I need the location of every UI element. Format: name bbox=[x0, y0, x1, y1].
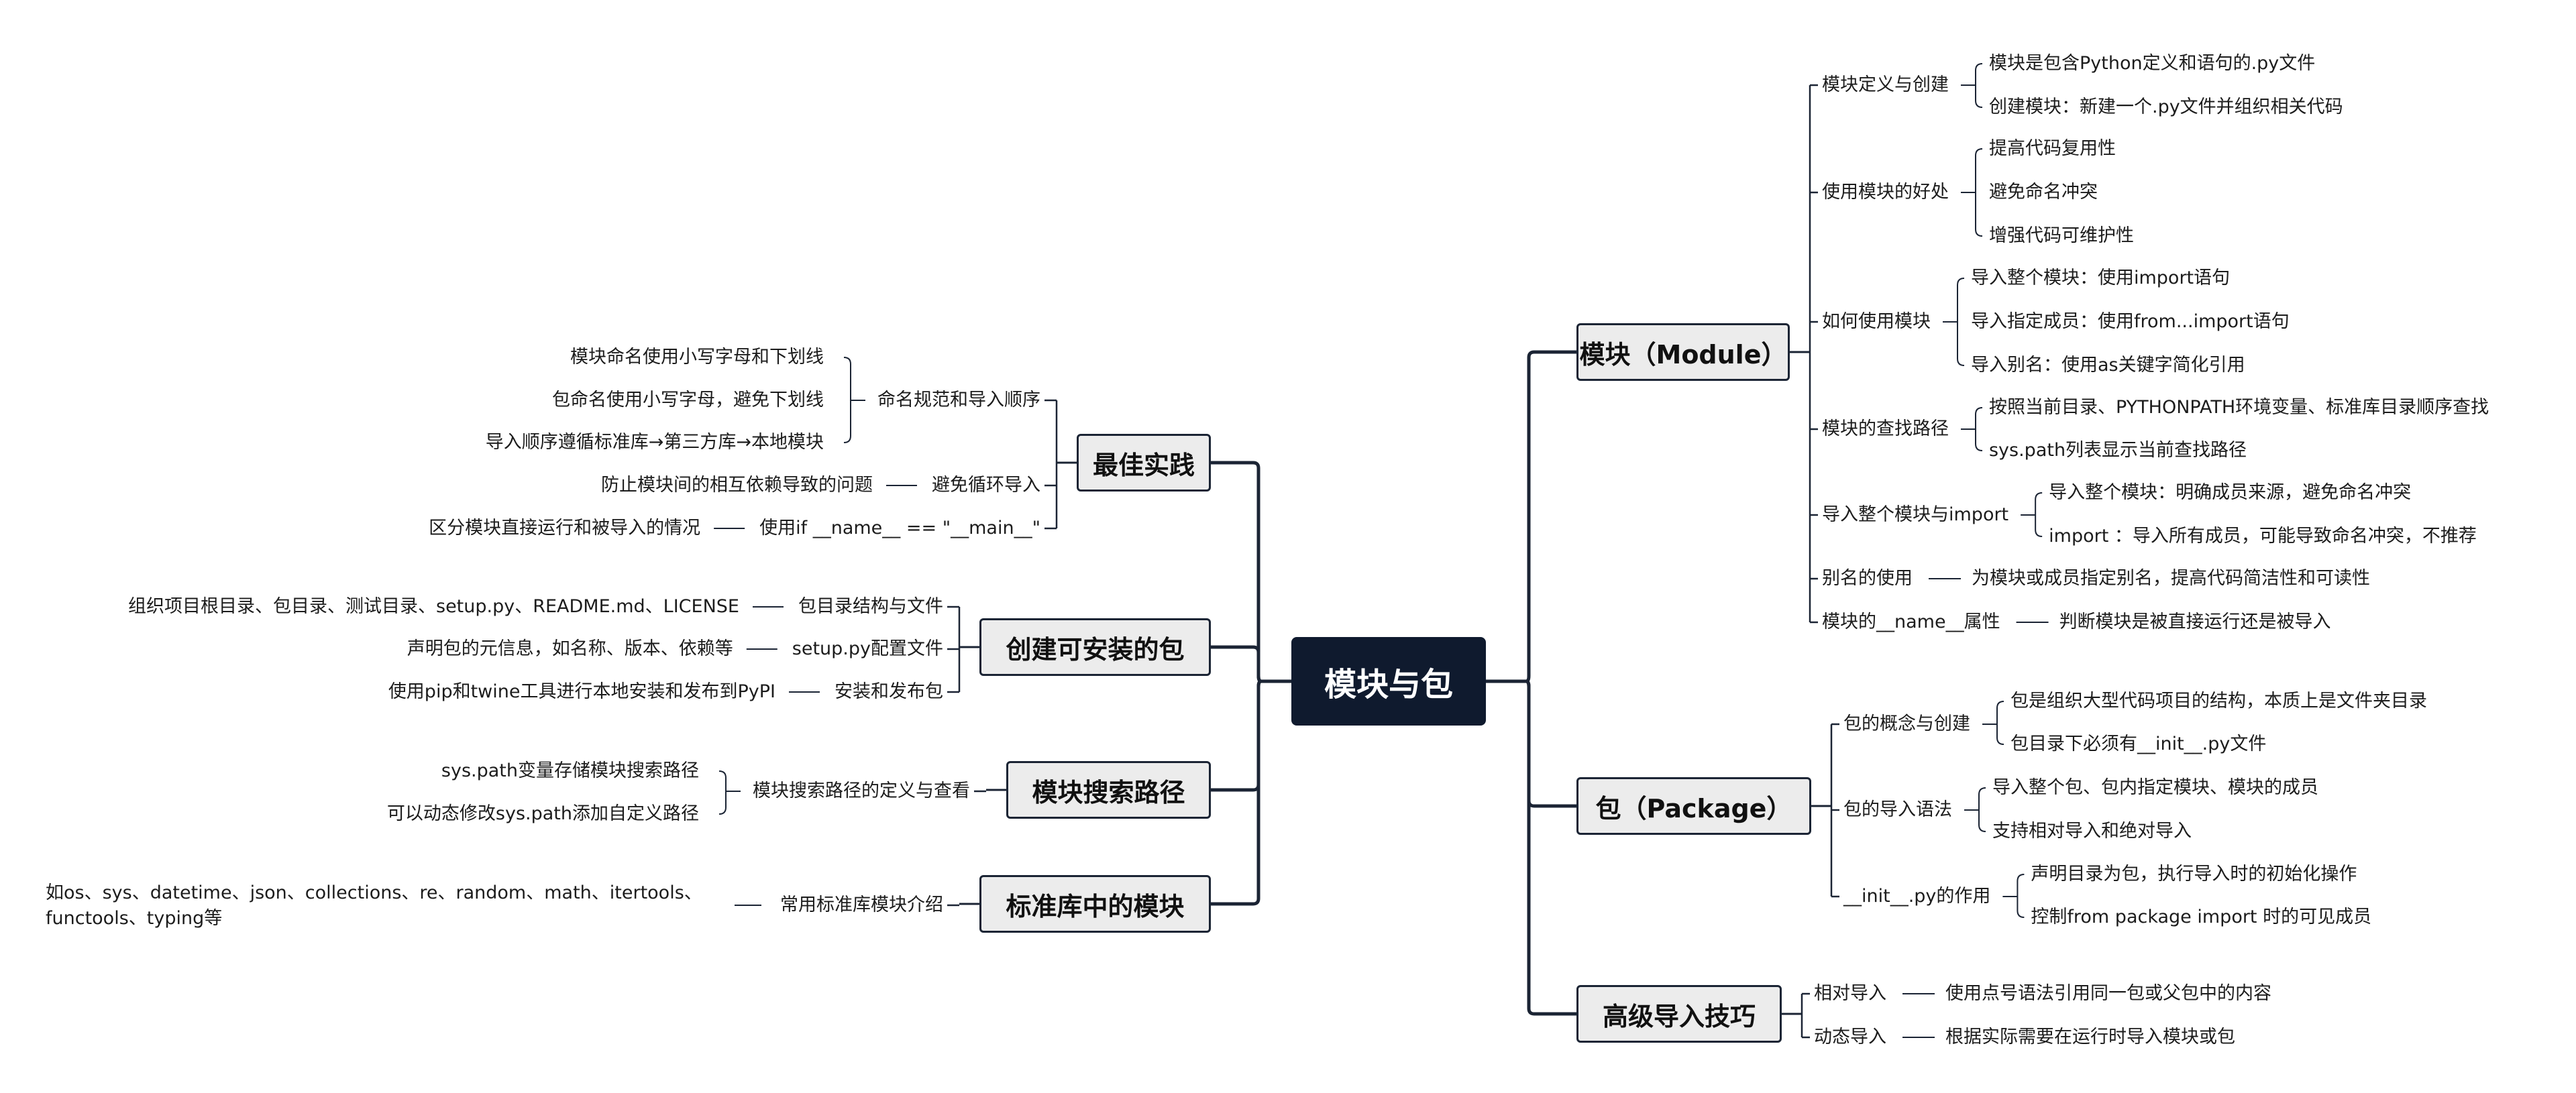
label-right-1-2[interactable]: __init__.py的作用 bbox=[1843, 886, 1991, 907]
leaf-left-3-0-1[interactable]: functools、typing等 bbox=[46, 908, 223, 929]
leaf-bracket-right-0-1 bbox=[1975, 148, 1983, 237]
leaf-left-1-1-0[interactable]: 声明包的元信息，如名称、版本、依赖等 bbox=[407, 638, 733, 659]
leaf-right-1-0-0[interactable]: 包是组织大型代码项目的结构，本质上是文件夹目录 bbox=[2010, 691, 2427, 711]
leaf-left-2-0-0[interactable]: sys.path变量存储模块搜索路径 bbox=[441, 760, 699, 781]
topic-connector-right-0 bbox=[1519, 350, 1576, 683]
label-left-0-0[interactable]: 命名规范和导入顺序 bbox=[877, 390, 1040, 410]
label-right-0-1[interactable]: 使用模块的好处 bbox=[1822, 182, 1949, 203]
leaf-right-1-2-1[interactable]: 控制from package import 时的可见成员 bbox=[2031, 907, 2372, 927]
topic-connector-left-3 bbox=[1211, 679, 1268, 906]
label-left-0-1[interactable]: 避免循环导入 bbox=[932, 475, 1040, 496]
leaf-right-0-4-0[interactable]: 导入整个模块：明确成员来源，避免命名冲突 bbox=[2049, 482, 2412, 503]
leaf-right-0-3-0[interactable]: 按照当前目录、PYTHONPATH环境变量、标准库目录顺序查找 bbox=[1988, 397, 2489, 418]
leaf-right-0-5-0[interactable]: 为模块或成员指定别名，提高代码简洁性和可读性 bbox=[1971, 568, 2370, 589]
topic-right-0[interactable]: 模块（Module） bbox=[1576, 323, 1790, 381]
label-right-1-1[interactable]: 包的导入语法 bbox=[1843, 799, 1952, 820]
leaf-bracket-right-0-0 bbox=[1975, 63, 1983, 108]
leaf-bracket-right-1-1 bbox=[1978, 787, 1986, 832]
leaf-bracket-right-0-2 bbox=[1957, 278, 1965, 366]
label-right-0-4[interactable]: 导入整个模块与import bbox=[1822, 504, 2009, 525]
leaf-left-0-0-2[interactable]: 导入顺序遵循标准库→第三方库→本地模块 bbox=[485, 432, 824, 453]
topic-connector-right-2 bbox=[1519, 679, 1576, 1016]
leaf-right-0-0-1[interactable]: 创建模块：新建一个.py文件并组织相关代码 bbox=[1988, 97, 2343, 117]
topic-left-2[interactable]: 模块搜索路径 bbox=[1006, 761, 1211, 819]
leaf-right-0-1-1[interactable]: 避免命名冲突 bbox=[1988, 182, 2098, 203]
leaf-right-1-1-0[interactable]: 导入整个包、包内指定模块、模块的成员 bbox=[1992, 777, 2318, 798]
leaf-right-0-1-2[interactable]: 增强代码可维护性 bbox=[1988, 225, 2134, 246]
label-right-0-3[interactable]: 模块的查找路径 bbox=[1822, 418, 1949, 439]
topic-left-3[interactable]: 标准库中的模块 bbox=[979, 875, 1211, 933]
label-left-0-2[interactable]: 使用if __name__ == "__main__" bbox=[759, 518, 1040, 538]
root-topic[interactable]: 模块与包 bbox=[1291, 637, 1486, 726]
leaf-bracket-right-0-4 bbox=[2035, 492, 2043, 537]
leaf-left-2-0-1[interactable]: 可以动态修改sys.path添加自定义路径 bbox=[386, 803, 699, 824]
leaf-right-0-3-1[interactable]: sys.path列表显示当前查找路径 bbox=[1988, 440, 2247, 461]
leaf-left-1-0-0[interactable]: 组织项目根目录、包目录、测试目录、setup.py、README.md、LICE… bbox=[128, 596, 739, 617]
label-left-1-2[interactable]: 安装和发布包 bbox=[835, 681, 943, 702]
label-left-1-1[interactable]: setup.py配置文件 bbox=[792, 638, 943, 659]
label-left-3-0[interactable]: 常用标准库模块介绍 bbox=[780, 895, 943, 915]
leaf-right-0-6-0[interactable]: 判断模块是被直接运行还是被导入 bbox=[2059, 612, 2331, 632]
leaf-right-2-1-0[interactable]: 根据实际需要在运行时导入模块或包 bbox=[1945, 1027, 2235, 1047]
label-right-0-2[interactable]: 如何使用模块 bbox=[1822, 311, 1931, 332]
label-right-2-1[interactable]: 动态导入 bbox=[1814, 1027, 1886, 1047]
leaf-right-1-2-0[interactable]: 声明目录为包，执行导入时的初始化操作 bbox=[2031, 864, 2357, 884]
leaf-right-0-2-0[interactable]: 导入整个模块：使用import语句 bbox=[1970, 268, 2231, 288]
leaf-right-0-2-2[interactable]: 导入别名：使用as关键字简化引用 bbox=[1970, 355, 2245, 376]
leaf-bracket-left-2-0 bbox=[718, 770, 727, 815]
leaf-bracket-right-0-3 bbox=[1975, 407, 1983, 451]
leaf-left-0-0-1[interactable]: 包命名使用小写字母，避免下划线 bbox=[552, 390, 824, 410]
topic-connector-left-1 bbox=[1211, 645, 1268, 683]
label-left-1-0[interactable]: 包目录结构与文件 bbox=[798, 596, 943, 617]
leaf-left-0-0-0[interactable]: 模块命名使用小写字母和下划线 bbox=[570, 347, 824, 367]
leaf-left-1-2-0[interactable]: 使用pip和twine工具进行本地安装和发布到PyPI bbox=[388, 681, 775, 702]
leaf-right-1-1-1[interactable]: 支持相对导入和绝对导入 bbox=[1992, 821, 2192, 842]
label-right-1-0[interactable]: 包的概念与创建 bbox=[1843, 713, 1970, 734]
leaf-left-0-2-0[interactable]: 区分模块直接运行和被导入的情况 bbox=[429, 518, 701, 538]
label-left-2-0[interactable]: 模块搜索路径的定义与查看 bbox=[753, 781, 970, 801]
leaf-bracket-left-0-0 bbox=[843, 357, 851, 443]
topic-right-2[interactable]: 高级导入技巧 bbox=[1576, 985, 1782, 1043]
leaf-right-1-0-1[interactable]: 包目录下必须有__init__.py文件 bbox=[2010, 734, 2267, 754]
leaf-bracket-right-1-2 bbox=[2017, 874, 2025, 918]
label-right-0-6[interactable]: 模块的__name__属性 bbox=[1822, 612, 2000, 632]
leaf-right-0-2-1[interactable]: 导入指定成员：使用from...import语句 bbox=[1970, 311, 2290, 332]
leaf-bracket-right-1-0 bbox=[1996, 701, 2004, 745]
topic-right-1[interactable]: 包（Package） bbox=[1576, 777, 1811, 835]
label-right-0-0[interactable]: 模块定义与创建 bbox=[1822, 74, 1949, 95]
leaf-right-2-0-0[interactable]: 使用点号语法引用同一包或父包中的内容 bbox=[1945, 983, 2271, 1004]
leaf-left-3-0-0[interactable]: 如os、sys、datetime、json、collections、re、ran… bbox=[46, 882, 702, 903]
topic-left-0[interactable]: 最佳实践 bbox=[1077, 434, 1211, 492]
label-right-2-0[interactable]: 相对导入 bbox=[1814, 983, 1886, 1004]
leaf-right-0-4-1[interactable]: import ：导入所有成员，可能导致命名冲突，不推荐 bbox=[2049, 526, 2477, 546]
leaf-right-0-1-0[interactable]: 提高代码复用性 bbox=[1988, 138, 2116, 159]
label-right-0-5[interactable]: 别名的使用 bbox=[1822, 568, 1913, 589]
leaf-right-0-0-0[interactable]: 模块是包含Python定义和语句的.py文件 bbox=[1988, 53, 2316, 74]
topic-left-1[interactable]: 创建可安装的包 bbox=[979, 618, 1211, 676]
leaf-left-0-1-0[interactable]: 防止模块间的相互依赖导致的问题 bbox=[601, 475, 873, 496]
